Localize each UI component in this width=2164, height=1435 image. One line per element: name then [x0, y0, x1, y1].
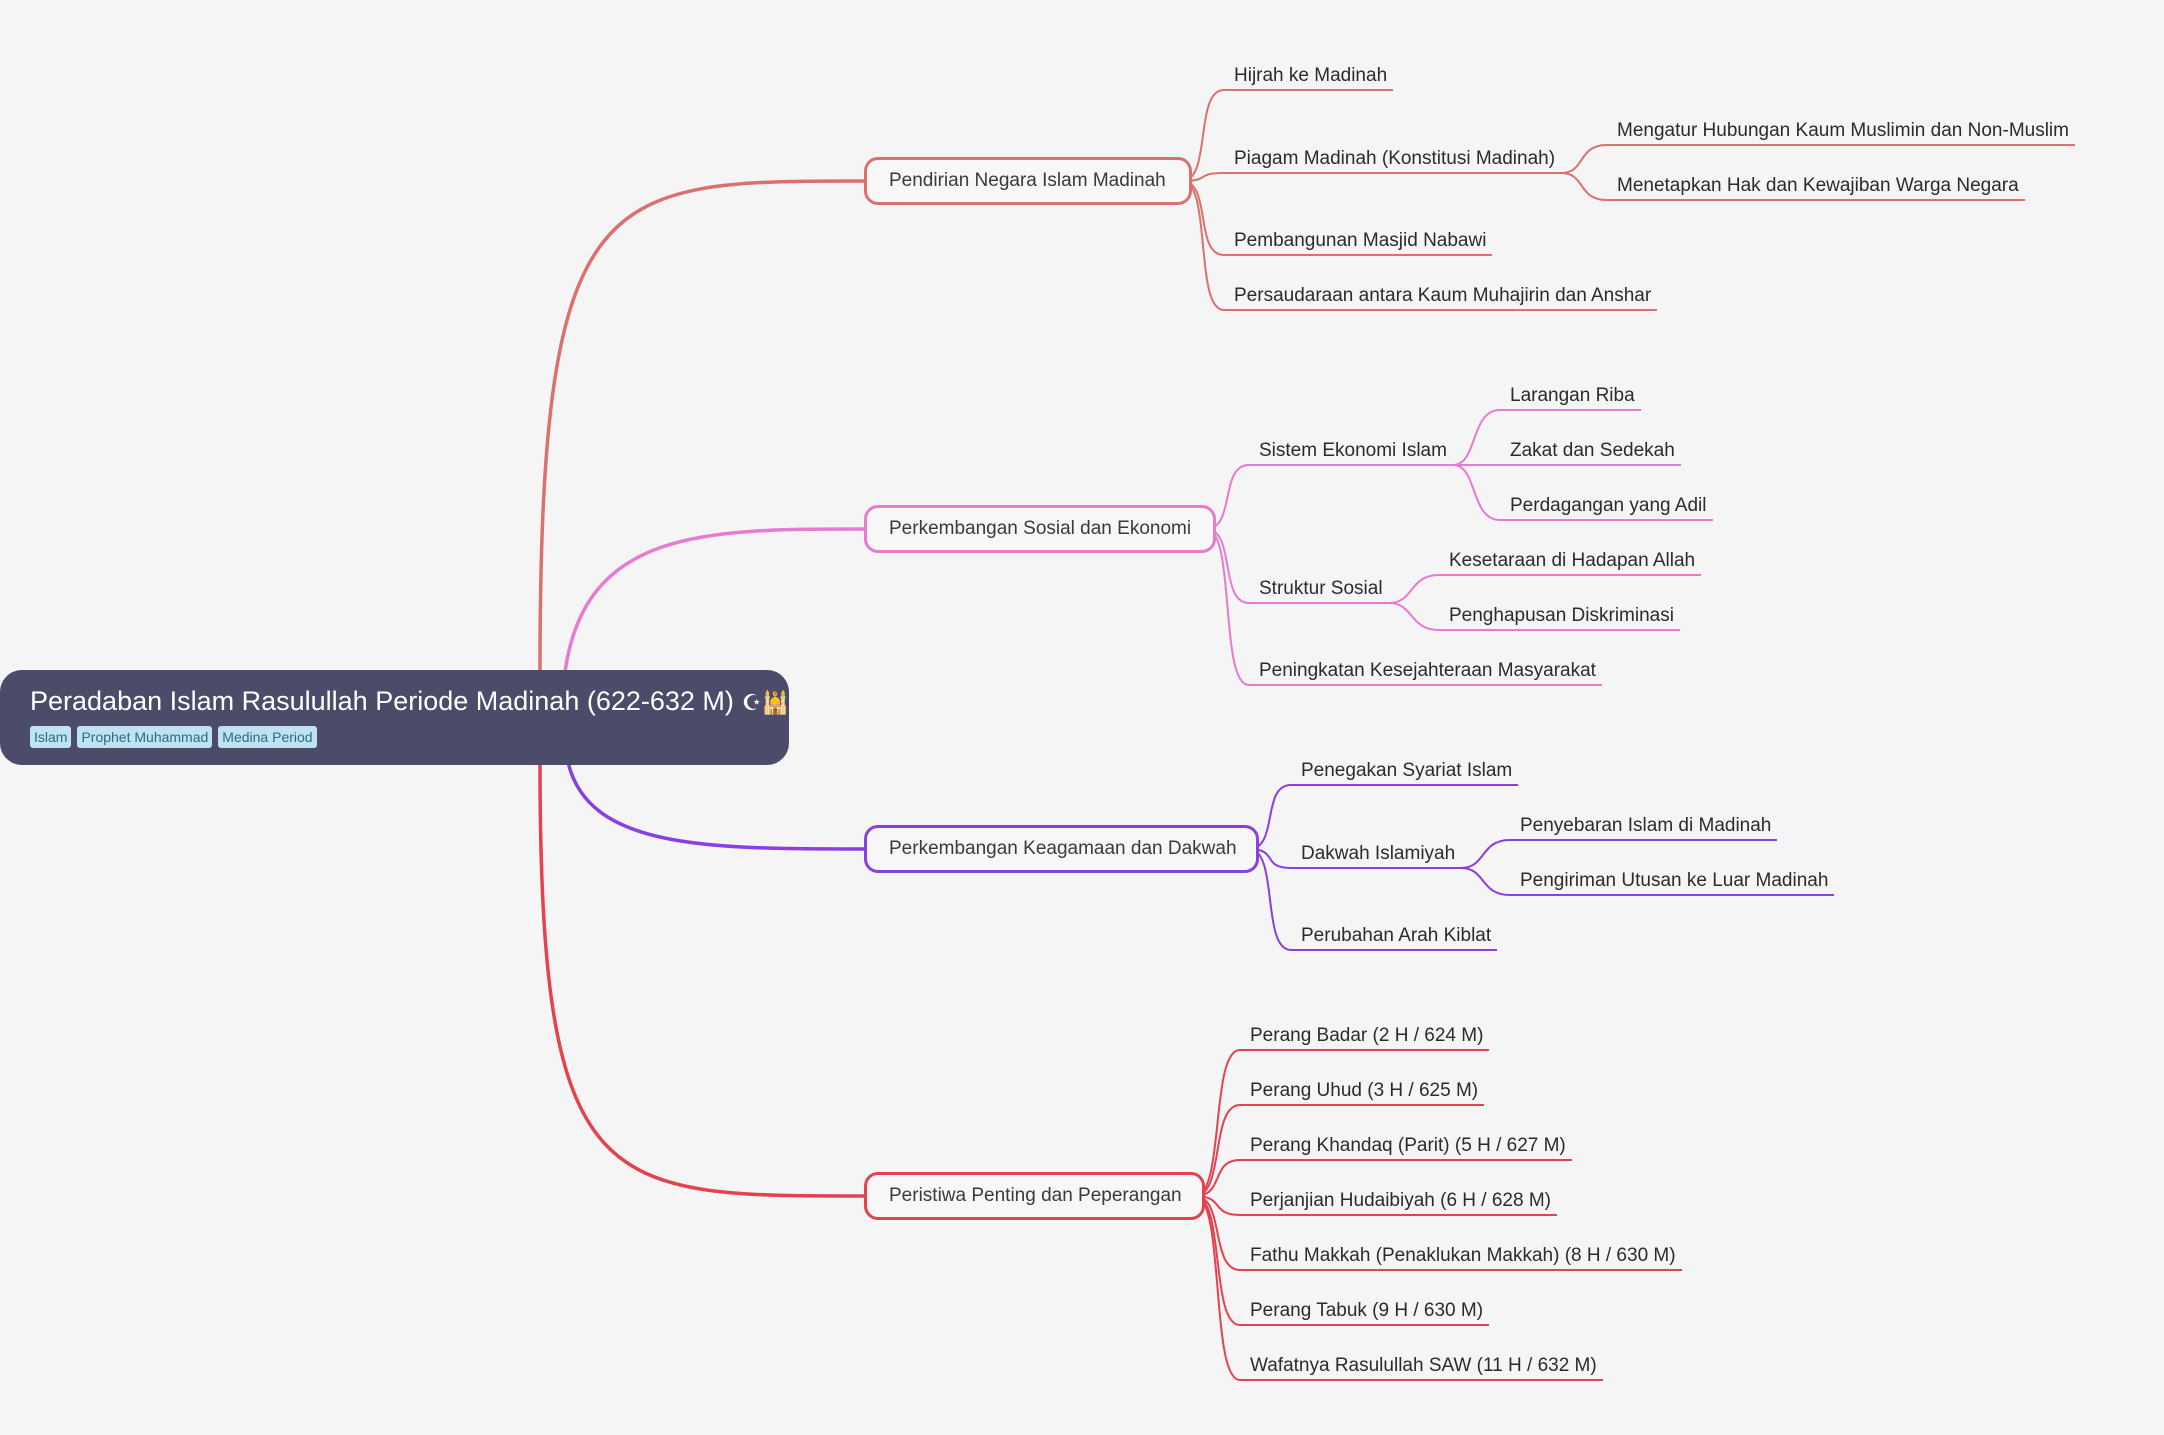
subtopic-connector: [1560, 144, 2075, 174]
subtopic-node[interactable]: Penyebaran Islam di Madinah: [1520, 815, 1772, 836]
branch-sosial-ekonomi[interactable]: Perkembangan Sosial dan Ekonomi: [864, 505, 1216, 553]
subtopic-node[interactable]: Pengiriman Utusan ke Luar Madinah: [1520, 870, 1829, 891]
topic-node[interactable]: Hijrah ke Madinah: [1234, 65, 1388, 86]
topic-node[interactable]: Piagam Madinah (Konstitusi Madinah): [1234, 148, 1556, 169]
subtopic-node[interactable]: Larangan Riba: [1510, 385, 1635, 406]
branch-peristiwa-peperangan[interactable]: Peristiwa Penting dan Peperangan: [864, 1172, 1205, 1220]
topic-node[interactable]: Penegakan Syariat Islam: [1301, 760, 1513, 781]
mosque-icon: ☪🕌: [741, 690, 790, 715]
subtopic-connector: [1388, 574, 1701, 604]
subtopic-connector: [1460, 867, 1834, 896]
topic-node[interactable]: Perang Tabuk (9 H / 630 M): [1250, 1300, 1484, 1321]
child-connector: [1205, 464, 1453, 530]
subtopic-node[interactable]: Penghapusan Diskriminasi: [1449, 605, 1674, 626]
topic-node[interactable]: Peningkatan Kesejahteraan Masyarakat: [1259, 660, 1596, 681]
subtopic-node[interactable]: Perdagangan yang Adil: [1510, 495, 1707, 516]
subtopic-connector: [1452, 409, 1641, 466]
root-connector: [566, 761, 865, 851]
subtopic-connector: [1560, 172, 2025, 201]
tag-medina-period[interactable]: Medina Period: [218, 726, 317, 748]
branch-keagamaan-dakwah[interactable]: Perkembangan Keagamaan dan Dakwah: [864, 825, 1259, 873]
topic-node[interactable]: Dakwah Islamiyah: [1301, 843, 1456, 864]
topic-node[interactable]: Perang Khandaq (Parit) (5 H / 627 M): [1250, 1135, 1566, 1156]
topic-node[interactable]: Wafatnya Rasulullah SAW (11 H / 632 M): [1250, 1355, 1597, 1376]
root-connector: [563, 527, 865, 673]
child-connector: [1181, 172, 1561, 182]
tag-prophet-muhammad[interactable]: Prophet Muhammad: [77, 726, 213, 748]
topic-node[interactable]: Perjanjian Hudaibiyah (6 H / 628 M): [1250, 1190, 1551, 1211]
child-connector: [1194, 1195, 1603, 1381]
topic-node[interactable]: Struktur Sosial: [1259, 578, 1383, 599]
root-title-row: Peradaban Islam Rasulullah Periode Madin…: [30, 682, 789, 722]
topic-node[interactable]: Fathu Makkah (Penaklukan Makkah) (8 H / …: [1250, 1245, 1676, 1266]
topic-node[interactable]: Perang Badar (2 H / 624 M): [1250, 1025, 1484, 1046]
branch-pendirian-negara[interactable]: Pendirian Negara Islam Madinah: [864, 157, 1192, 205]
root-title: Peradaban Islam Rasulullah Periode Madin…: [30, 686, 734, 716]
child-connector: [1248, 784, 1518, 850]
root-connector: [538, 761, 865, 1198]
subtopic-node[interactable]: Menetapkan Hak dan Kewajiban Warga Negar…: [1617, 175, 2019, 196]
topic-node[interactable]: Sistem Ekonomi Islam: [1259, 440, 1447, 461]
subtopic-node[interactable]: Zakat dan Sedekah: [1510, 440, 1675, 461]
child-connector: [1194, 1049, 1489, 1197]
subtopic-node[interactable]: Mengatur Hubungan Kaum Muslimin dan Non-…: [1617, 120, 2069, 141]
subtopic-connector: [1452, 464, 1713, 521]
topic-node[interactable]: Pembangunan Masjid Nabawi: [1234, 230, 1487, 251]
topic-node[interactable]: Perang Uhud (3 H / 625 M): [1250, 1080, 1479, 1101]
topic-node[interactable]: Perubahan Arah Kiblat: [1301, 925, 1492, 946]
topic-node[interactable]: Persaudaraan antara Kaum Muhajirin dan A…: [1234, 285, 1652, 306]
root-node[interactable]: Peradaban Islam Rasulullah Periode Madin…: [0, 670, 789, 765]
subtopic-connector: [1388, 602, 1680, 631]
subtopic-connector: [1460, 839, 1777, 869]
subtopic-node[interactable]: Kesetaraan di Hadapan Allah: [1449, 550, 1696, 571]
root-connector: [538, 179, 865, 673]
root-tags: Islam Prophet Muhammad Medina Period: [30, 726, 789, 748]
tag-islam[interactable]: Islam: [30, 726, 72, 748]
